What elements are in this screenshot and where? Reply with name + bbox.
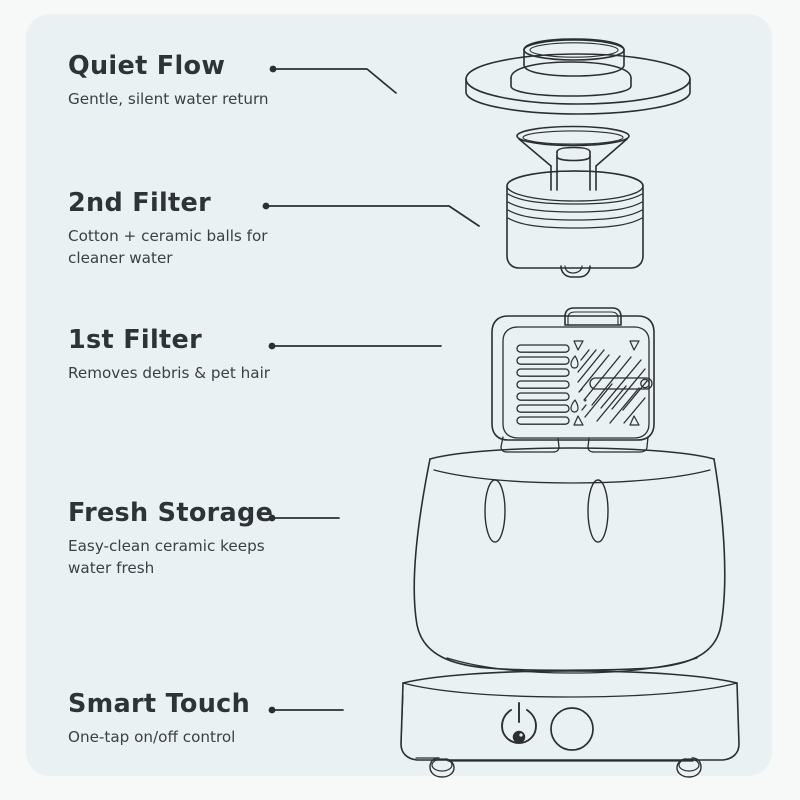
feature-description: Removes debris & pet hair — [68, 363, 270, 385]
feature-description: Cotton + ceramic balls for cleaner water — [68, 226, 268, 269]
feature-title: 2nd Filter — [68, 188, 211, 218]
feature-label-smart-touch[interactable]: Smart Touch One-tap on/off control — [68, 690, 250, 749]
feature-description-line: cleaner water — [68, 248, 173, 267]
feature-description-line: Removes debris & pet hair — [68, 364, 271, 383]
round-touch-button — [550, 707, 594, 751]
feature-title: 1st Filter — [68, 325, 202, 355]
part-filter-cartridge — [506, 125, 644, 278]
feature-title: Quiet Flow — [68, 51, 226, 81]
feature-description-line: Easy-clean ceramic keeps — [68, 537, 265, 556]
part-base-unit — [400, 670, 740, 778]
feature-description: Gentle, silent water return — [68, 89, 269, 111]
leader-line-fresh-storage — [268, 514, 340, 522]
feature-description-line: Cotton + ceramic balls for — [68, 227, 268, 246]
led-dot-icon — [512, 730, 526, 744]
part-filter-box — [491, 307, 655, 453]
feature-label-quiet-flow[interactable]: Quiet Flow Gentle, silent water return — [68, 52, 269, 111]
leader-line-smart-touch — [268, 706, 344, 714]
part-top-dome-disc — [465, 38, 691, 115]
feature-description: One-tap on/off control — [68, 727, 250, 749]
leader-line-second-filter — [262, 202, 480, 227]
part-ceramic-bowl — [413, 447, 726, 674]
feature-card — [26, 14, 772, 776]
feature-label-first-filter[interactable]: 1st Filter Removes debris & pet hair — [68, 326, 270, 385]
leader-line-quiet-flow — [269, 65, 397, 94]
feature-description-line: Gentle, silent water return — [68, 90, 269, 109]
feature-title: Fresh Storage — [68, 498, 274, 528]
feature-label-second-filter[interactable]: 2nd Filter Cotton + ceramic balls for cl… — [68, 189, 268, 269]
feature-label-fresh-storage[interactable]: Fresh Storage Easy-clean ceramic keeps w… — [68, 499, 273, 579]
feature-title: Smart Touch — [68, 689, 251, 719]
leader-line-first-filter — [268, 342, 442, 350]
feature-description: Easy-clean ceramic keeps water fresh — [68, 536, 273, 579]
feature-description-line: water fresh — [68, 558, 155, 577]
base-feet — [429, 757, 702, 778]
feature-description-line: One-tap on/off control — [68, 728, 236, 747]
leader-lines — [262, 65, 480, 714]
